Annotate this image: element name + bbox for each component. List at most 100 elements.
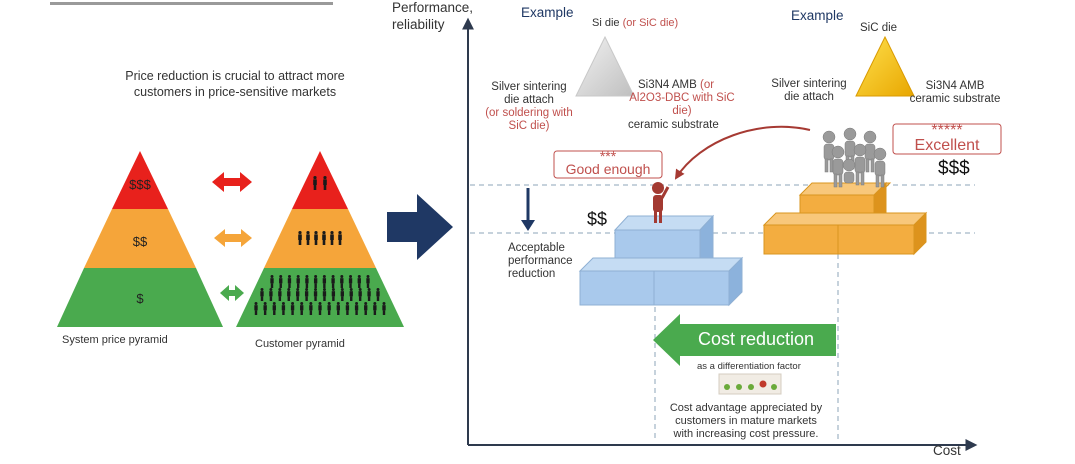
excellent-blocks [762,181,928,256]
person-icon [331,275,335,288]
cost-reduction-sub: as a differentiation factor [697,361,801,372]
person-icon [349,288,353,301]
person-icon [345,302,350,315]
excellent-box [892,123,1002,155]
product-strip [718,373,782,395]
example-right-attach-line1: Silver sintering [771,78,847,90]
person-icon [336,302,340,315]
example-right-attach-line2: die attach [784,91,834,103]
good-enough-stars: *** [599,148,617,164]
transition-arrow [387,194,453,260]
person-icon [290,302,295,315]
person-icon [287,275,292,288]
person-icon [373,302,377,315]
cost-note-line2: customers in mature markets [675,415,817,427]
person-icon [260,288,264,301]
person-icon [305,275,309,288]
acceptable-line1: Acceptable [508,242,565,254]
customer-tier-top [292,151,348,209]
performance-down-arrow [521,188,535,231]
y-axis-label-line1: Performance, [392,0,474,15]
person-icon [313,288,318,301]
person-icon [366,275,370,288]
price-pyramid-caption: System price pyramid [62,334,168,346]
cost-note-line1: Cost advantage appreciated by [669,402,823,414]
customer-tier-bottom [236,268,404,327]
price-tier-bottom [57,268,223,327]
example-right-title: Example [791,8,844,23]
example-left-attach-line2: die attach [504,94,554,106]
good-enough-blocks [578,214,744,307]
curved-arrow [674,125,811,180]
person-icon [323,176,327,190]
person-icon [279,275,283,288]
person-icon [278,288,282,301]
price-tier-top [112,151,168,209]
person-icon [348,275,353,288]
si-die-label: Si die [592,17,620,29]
double-arrow-orange [214,229,252,247]
excellent-price: $$$ [938,158,970,179]
example-left-substrate-alt-line2: Al2O3-DBC with SiC [629,92,735,104]
acceptable-line2: performance [508,255,573,267]
person-icon [331,288,336,301]
price-tier-label-2: $$ [133,234,148,249]
double-arrow-red [212,172,252,192]
person-icon [382,302,386,315]
person-icon [364,302,368,315]
person-icon [330,231,334,245]
customer-pyramid-caption: Customer pyramid [255,338,345,350]
person-icon [272,302,276,315]
person-icon [270,275,274,288]
double-arrow-green [220,285,244,301]
person-icon [322,275,327,288]
person-icon [338,231,342,245]
person-icon [314,231,318,245]
excellent-label: Excellent [914,137,980,154]
sic-die-triangle [855,35,915,97]
x-axis-label: Cost [933,443,961,458]
example-left-substrate-line1: Si3N4 AMB (or [638,79,714,91]
cost-note-line3: with increasing cost pressure. [673,428,819,440]
person-icon [357,275,361,288]
person-icon [327,302,331,315]
excellent-stars: ***** [931,122,963,139]
good-enough-price: $$ [587,209,608,229]
example-left-top-label: Si die (or SiC die) [592,17,678,29]
person-icon [298,231,302,245]
person-icon [304,288,309,301]
person-icon [340,275,344,288]
person-icon [318,302,322,315]
si3n4-amb-alt-open: (or [700,79,715,91]
person-icon [313,275,318,288]
example-right-top-label: SiC die [860,22,898,34]
example-right-substrate-line1: Si3N4 AMB [925,80,985,92]
customer-tier-mid [264,209,376,268]
y-axis-label-line2: reliability [392,17,445,32]
price-pyramid: $$$ $$ $ [57,151,223,327]
person-icon [354,302,359,315]
customer-people [254,176,386,315]
excellent-crowd [822,127,887,188]
acceptable-line3: reduction [508,268,556,280]
person-icon [287,288,291,301]
person-icon [322,288,327,301]
good-enough-person [652,182,670,223]
person-icon [322,231,326,245]
example-left-attach-line1: Silver sintering [491,81,567,93]
left-diagram: $$$ $$ $ [57,151,404,327]
example-left-attach-alt-line1: (or soldering with [485,107,573,119]
cost-reduction-arrow [653,314,836,366]
customer-pyramid [236,151,404,327]
price-tier-label-1: $$$ [129,177,151,192]
person-icon [367,288,371,301]
si3n4-amb-label: Si3N4 AMB [638,79,697,91]
person-icon [358,288,362,301]
person-icon [269,288,273,301]
example-right-substrate-line2: ceramic substrate [909,93,1001,105]
person-icon [300,302,304,315]
si-die-alt-label: (or SiC die) [622,17,679,29]
person-icon [306,231,310,245]
good-enough-box [553,150,663,179]
